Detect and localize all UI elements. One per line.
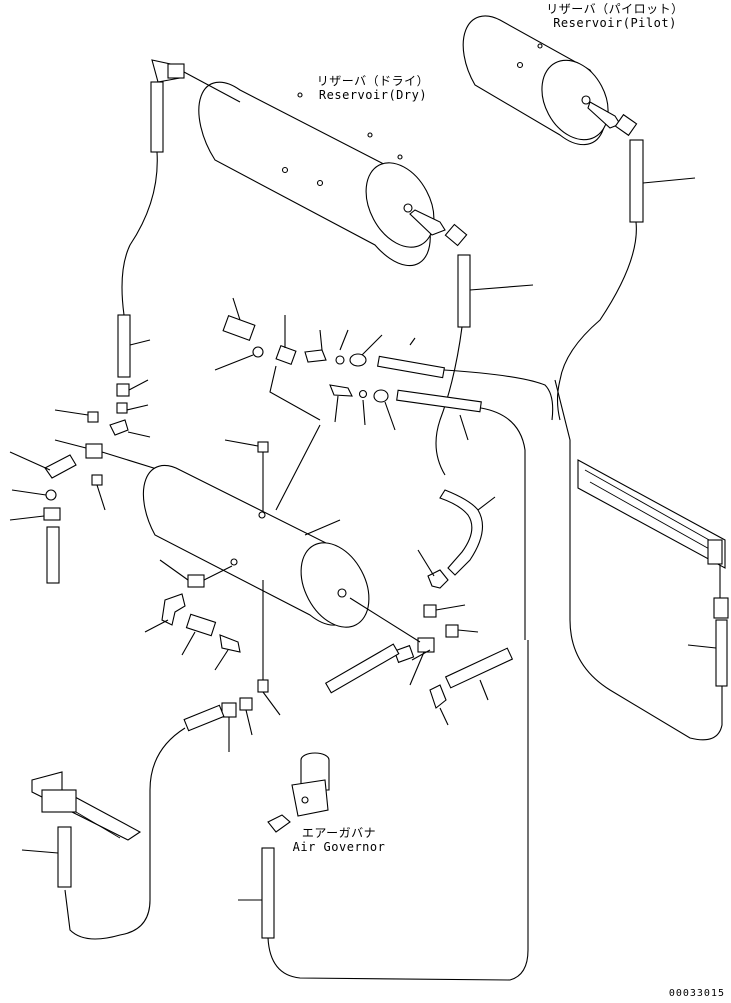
lower-fittings [64,559,281,940]
reference-number: 00033015 [668,988,725,999]
reservoir-dry-piping [117,59,534,476]
reservoir-dry-label-en: Reservoir(Dry) [318,88,428,102]
reservoir-pilot-fitting [556,101,696,421]
middle-fittings-cluster [214,297,554,640]
main-reservoir-tank [142,424,370,628]
bottom-left-bracket [21,771,142,888]
reservoir-pilot-label-en: Reservoir(Pilot) [553,16,677,30]
air-governor-label-jp: エアーガバナ [301,826,377,840]
reservoir-dry-label: リザーバ（ドライ） Reservoir(Dry) [308,74,438,102]
air-governor-label: エアーガバナ Air Governor [284,826,394,854]
right-fittings [324,489,514,726]
right-bracket [554,379,729,741]
reservoir-pilot-label-jp: リザーバ（パイロット） [546,2,684,16]
reservoir-pilot-tank [462,15,609,146]
air-governor-label-en: Air Governor [292,840,386,854]
air-governor [238,640,529,981]
reservoir-dry-label-jp: リザーバ（ドライ） [316,74,430,88]
reservoir-pilot-label: リザーバ（パイロット） Reservoir(Pilot) [540,2,690,30]
left-manifold [9,379,161,584]
reservoir-dry-tank [198,81,435,267]
